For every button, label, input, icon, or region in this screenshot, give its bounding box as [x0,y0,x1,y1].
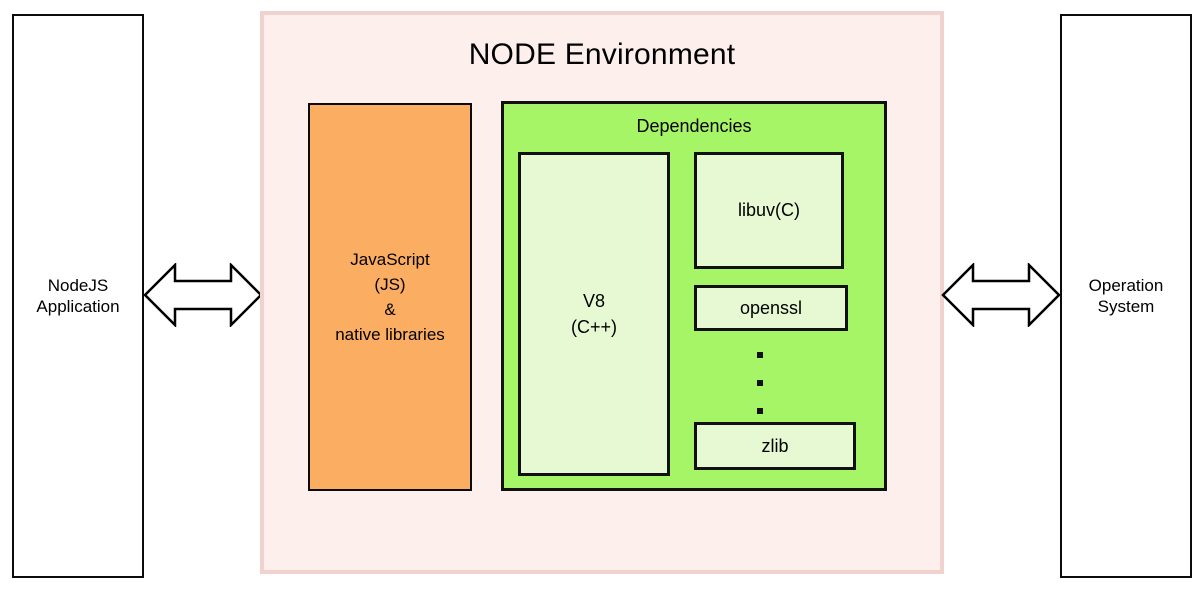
node-environment-title: NODE Environment [468,38,736,71]
ellipsis-dot-icon [757,352,763,358]
ellipsis-dot-icon [757,408,763,414]
operation-system-box: Operation System [1060,14,1192,578]
double-arrow-icon-node-to-os [941,263,1061,327]
libuv-box: libuv(C) [694,152,844,269]
zlib-label: zlib [761,435,789,456]
double-arrow-icon-app-to-node [143,263,263,327]
dependencies-title: Dependencies [636,116,752,136]
operation-system-label: Operation System [1088,276,1164,316]
v8-box: V8 (C++) [518,152,670,476]
openssl-label: openssl [739,297,803,318]
nodejs-application-box: NodeJS Application [12,14,144,578]
nodejs-application-label: NodeJS Application [36,276,120,316]
javascript-native-libraries-box: JavaScript (JS) & native libraries [308,103,472,491]
javascript-native-libraries-label: JavaScript (JS) & native libraries [335,250,445,344]
zlib-box: zlib [694,422,856,470]
openssl-box: openssl [694,285,848,331]
ellipsis-dot-icon [757,380,763,386]
v8-label: V8 (C++) [570,291,617,337]
libuv-label: libuv(C) [737,200,800,220]
